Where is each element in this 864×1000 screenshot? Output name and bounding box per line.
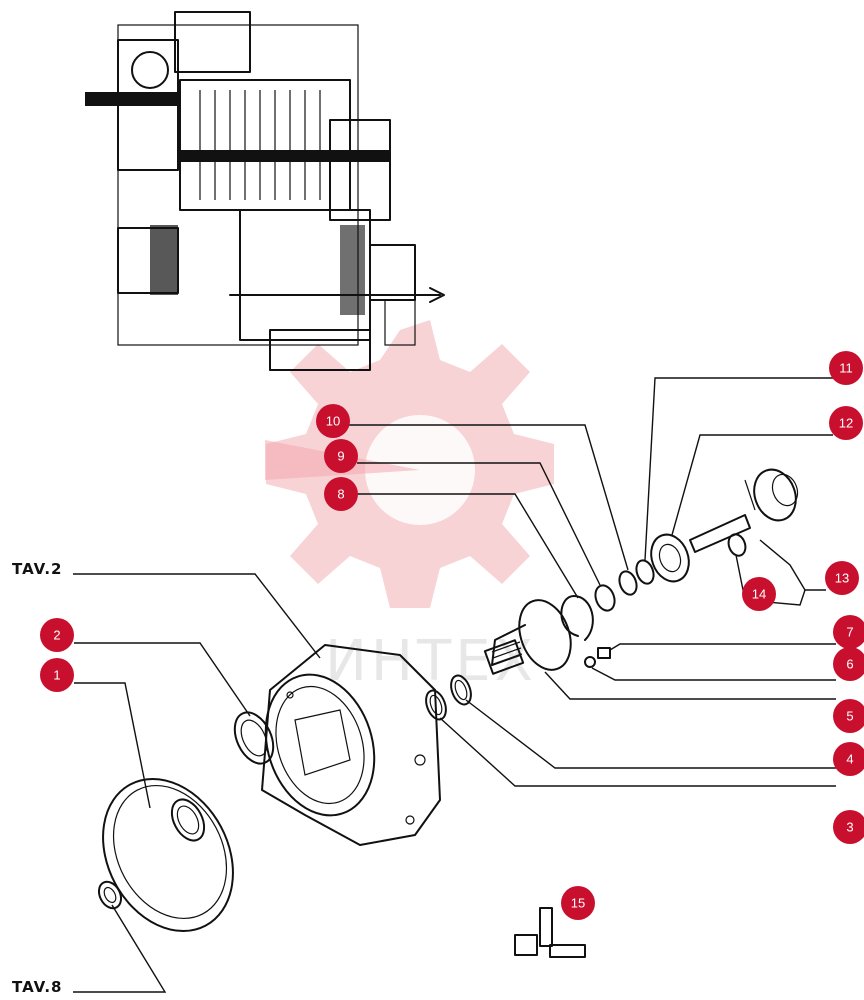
leader-lines [73, 377, 836, 993]
callout-10-label: 10 [326, 414, 340, 429]
callout-2-label: 2 [53, 628, 60, 643]
leader-7 [609, 643, 836, 651]
callout-12-label: 12 [839, 416, 853, 431]
callout-13-label: 13 [835, 571, 849, 586]
part-bearing [650, 533, 690, 583]
callout-8-label: 8 [337, 487, 344, 502]
callout-9: 9 [324, 439, 358, 473]
callout-7: 7 [833, 615, 864, 649]
leader-4 [465, 699, 836, 769]
watermark-text: ИНТЕХ [325, 629, 537, 694]
leader-12 [671, 434, 833, 536]
callout-5: 5 [833, 699, 864, 733]
leader-tav2 [73, 573, 321, 659]
part-ring-10 [618, 570, 638, 596]
part-screw [584, 647, 611, 668]
part-housing [261, 644, 441, 846]
callout-4: 4 [833, 742, 864, 776]
transmission-section-drawing [85, 11, 445, 371]
leader-1 [74, 682, 151, 809]
callout-13: 13 [825, 561, 859, 595]
callout-15-label: 15 [571, 896, 585, 911]
leader-10 [349, 424, 629, 571]
callout-3: 3 [833, 810, 864, 844]
callout-9-label: 9 [337, 449, 344, 464]
table-ref-upper: TAV.2 [12, 560, 62, 578]
callout-8: 8 [324, 477, 358, 511]
callout-11-label: 11 [839, 361, 853, 376]
part-flange-shaft [483, 599, 572, 675]
part-washer-4 [450, 674, 472, 706]
leader-2 [74, 642, 251, 717]
callout-3-label: 3 [846, 820, 853, 835]
leader-11 [644, 377, 833, 561]
callout-4-label: 4 [846, 752, 853, 767]
part-ring-11 [635, 559, 655, 585]
callout-14-label: 14 [752, 587, 766, 602]
part-seal-ring [233, 711, 275, 765]
leader-3 [439, 717, 836, 787]
callout-14: 14 [742, 577, 776, 611]
leader-6 [591, 667, 836, 681]
part-sender [514, 907, 586, 958]
part-ring-14 [727, 533, 747, 557]
table-ref-lower: TAV.8 [12, 978, 62, 996]
callout-6-label: 6 [846, 657, 853, 672]
callout-1: 1 [40, 658, 74, 692]
leader-tav8 [73, 904, 167, 993]
callout-6: 6 [833, 647, 864, 681]
callout-11: 11 [829, 351, 863, 385]
callout-12: 12 [829, 406, 863, 440]
callout-5-label: 5 [846, 709, 853, 724]
leader-5 [544, 671, 836, 700]
part-gear-shaft [689, 468, 799, 553]
part-snap-ring [560, 595, 594, 641]
part-ring-9 [594, 584, 616, 612]
callout-2: 2 [40, 618, 74, 652]
leader-9 [357, 462, 601, 586]
watermark-logo: ИНТЕХ [265, 320, 554, 694]
callout-15: 15 [561, 886, 595, 920]
leader-8 [357, 493, 579, 599]
callout-1-label: 1 [53, 668, 60, 683]
callout-7-label: 7 [846, 625, 853, 640]
leader-13 [759, 539, 826, 591]
part-cover-dish [102, 777, 234, 933]
callout-10: 10 [316, 404, 350, 438]
part-small-gear [97, 880, 123, 910]
